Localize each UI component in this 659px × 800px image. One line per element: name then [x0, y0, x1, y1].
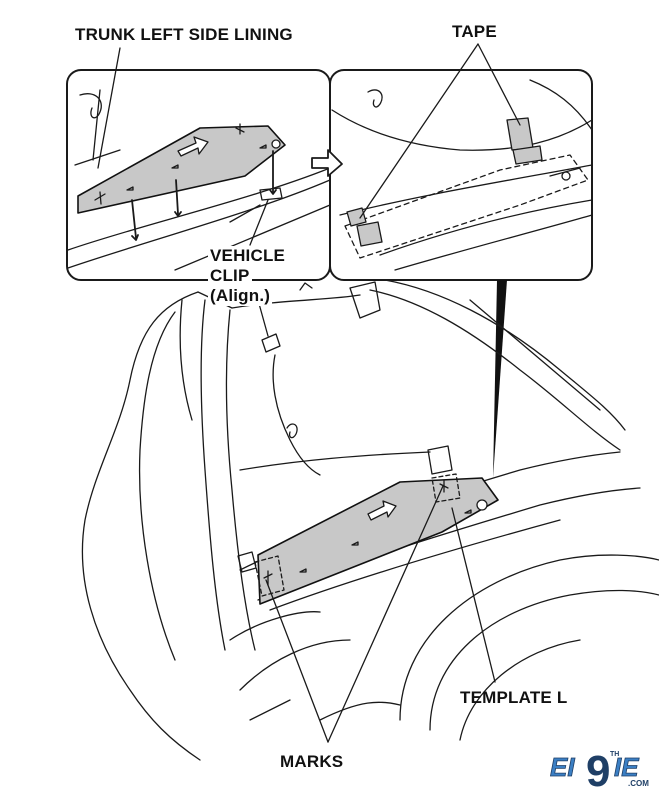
main-view-drawing — [81, 279, 659, 761]
label-template-l: TEMPLATE L — [460, 688, 568, 707]
leader-vehicle-clip — [249, 199, 269, 246]
leader-tape-1 — [359, 43, 479, 219]
inset-left-drawing — [67, 89, 331, 271]
callout-wedge — [493, 280, 507, 478]
label-vehicle: VEHICLE — [208, 246, 288, 266]
label-align: (Align.) — [208, 286, 273, 306]
leader-marks-2 — [327, 485, 444, 743]
ei9ie-logo: EI 9 IE TH .COM — [550, 747, 650, 796]
label-trunk-left-side-lining: TRUNK LEFT SIDE LINING — [75, 25, 293, 44]
label-marks: MARKS — [280, 752, 344, 771]
logo-domain: .COM — [628, 779, 649, 788]
arrow-between-insets — [311, 149, 343, 177]
inset-left-template — [77, 125, 286, 214]
inset-left-template-marks — [94, 123, 281, 241]
inset-right-template-outline — [344, 154, 589, 259]
logo-text-left: EI — [550, 752, 575, 782]
leader-clip-main — [257, 299, 269, 337]
label-tape: TAPE — [452, 22, 497, 41]
label-clip: CLIP — [208, 266, 252, 286]
inset-right-drawing — [331, 79, 593, 271]
logo-superscript: TH — [610, 751, 619, 758]
main-template-l — [257, 477, 499, 605]
main-template-marks — [254, 473, 488, 597]
leader-template-l — [451, 507, 496, 683]
leader-marks-1 — [265, 579, 329, 743]
leader-tape-2 — [477, 43, 521, 126]
inset-right-tapes — [346, 117, 581, 247]
logo-text-nine: 9 — [586, 747, 610, 796]
leader-trunk-lining — [97, 47, 121, 169]
logo-text-right: IE — [614, 752, 639, 782]
